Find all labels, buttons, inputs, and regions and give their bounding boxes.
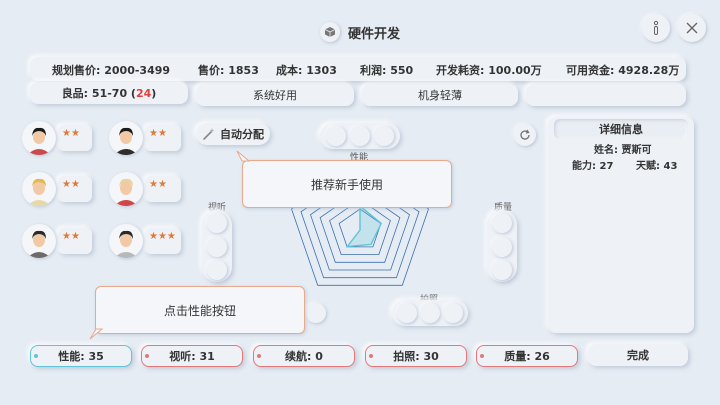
stat-indicator-dot — [34, 354, 38, 358]
title-bar: 硬件开发 — [0, 18, 720, 46]
stat-button[interactable]: 质量: 26 — [476, 345, 578, 367]
info-icon — [653, 20, 659, 35]
detail-panel: 详细信息 姓名: 贾斯可 能力: 27 天赋: 43 — [548, 117, 694, 333]
employee-stars: ★★ — [62, 179, 80, 190]
employee-star-card[interactable]: ★★★ — [145, 228, 181, 254]
tooltip-click-pointer — [89, 328, 103, 340]
dev-cost: 开发耗资: 100.00万 — [436, 64, 542, 77]
radar-label-av: 视听 — [208, 203, 227, 213]
yield-suffix: ) — [151, 86, 157, 100]
detail-ability: 能力: 27 — [572, 161, 614, 172]
refresh-button[interactable] — [514, 124, 536, 146]
photo-slot-1[interactable] — [397, 303, 417, 323]
profit: 利润: 550 — [360, 64, 414, 77]
photo-slot-2[interactable] — [420, 303, 440, 323]
stats-bar: 规划售价: 2000-3499 售价: 1853 成本: 1303 利润: 55… — [30, 57, 686, 81]
employee-stars: ★★ — [149, 179, 167, 190]
tag-empty[interactable] — [526, 84, 686, 106]
detail-title: 详细信息 — [599, 123, 643, 136]
stat-button[interactable]: 性能: 35 — [30, 345, 132, 367]
detail-talent: 天赋: 43 — [636, 161, 678, 172]
info-button[interactable] — [642, 14, 670, 42]
performance-slot-1[interactable] — [326, 126, 346, 146]
close-icon — [686, 22, 698, 34]
photo-slot-3[interactable] — [443, 303, 463, 323]
available-funds: 可用资金: 4928.28万 — [566, 64, 680, 77]
performance-slot-3[interactable] — [374, 126, 394, 146]
stat-indicator-dot — [480, 354, 484, 358]
quality-slot-2[interactable] — [492, 237, 512, 257]
tag-system-usability[interactable]: 系统好用 — [196, 84, 354, 106]
employee-stars: ★★ — [62, 231, 80, 242]
employee-star-card[interactable]: ★★ — [58, 228, 92, 254]
page-title: 硬件开发 — [347, 26, 400, 42]
radar-label-quality: 质量 — [494, 203, 513, 213]
employee-star-card[interactable]: ★★ — [58, 125, 92, 151]
employee-avatar[interactable] — [22, 224, 56, 258]
auto-assign-button[interactable]: 自动分配 — [196, 123, 270, 145]
radar-value-area — [345, 204, 383, 248]
close-button[interactable] — [678, 14, 706, 42]
yield-box: 良品: 51-70 (24) — [30, 82, 188, 104]
done-button[interactable]: 完成 — [588, 344, 688, 366]
detail-name: 姓名: 贾斯可 — [594, 145, 652, 156]
quality-slot-3[interactable] — [492, 260, 512, 280]
battery-slot[interactable] — [306, 303, 326, 323]
detail-title-box: 详细信息 — [554, 119, 688, 139]
stat-indicator-dot — [145, 354, 149, 358]
yield-label: 良品: 51-70 ( — [61, 87, 136, 100]
tooltip-recommend-pointer — [236, 150, 250, 162]
employee-star-card[interactable]: ★★ — [145, 125, 181, 151]
performance-slot-2[interactable] — [350, 126, 370, 146]
av-slot-3[interactable] — [207, 260, 227, 280]
tooltip-recommend: 推荐新手使用 — [242, 160, 452, 208]
stat-button[interactable]: 续航: 0 — [253, 345, 355, 367]
employee-avatar[interactable] — [109, 224, 143, 258]
stat-button[interactable]: 拍照: 30 — [365, 345, 467, 367]
stat-indicator-dot — [369, 354, 373, 358]
radar-ring — [319, 190, 401, 263]
cost: 成本: 1303 — [276, 64, 337, 77]
employee-star-card[interactable]: ★★ — [58, 176, 92, 202]
av-slot-2[interactable] — [207, 237, 227, 257]
employee-avatar[interactable] — [22, 121, 56, 155]
tooltip-click: 点击性能按钮 — [95, 286, 305, 334]
employee-stars: ★★ — [149, 128, 167, 139]
employee-avatar[interactable] — [109, 121, 143, 155]
box-icon — [319, 22, 340, 42]
radar-label-performance: 性能 — [350, 153, 369, 163]
employee-stars: ★★★ — [149, 231, 176, 242]
yield-value: 24 — [135, 86, 152, 100]
employee-avatar[interactable] — [109, 172, 143, 206]
quality-slot-1[interactable] — [492, 213, 512, 233]
stat-button[interactable]: 视听: 31 — [141, 345, 243, 367]
stat-indicator-dot — [257, 354, 261, 358]
employee-stars: ★★ — [62, 128, 80, 139]
av-slot-1[interactable] — [207, 213, 227, 233]
radar-ring — [310, 190, 410, 271]
employee-star-card[interactable]: ★★ — [145, 176, 181, 202]
radar-ring — [329, 199, 391, 255]
tag-thin-body[interactable]: 机身轻薄 — [362, 84, 518, 106]
price: 售价: 1853 — [198, 64, 259, 77]
magic-wand-icon — [203, 128, 215, 140]
planned-price: 规划售价: 2000-3499 — [52, 64, 171, 77]
refresh-icon — [520, 129, 530, 140]
employee-avatar[interactable] — [22, 172, 56, 206]
